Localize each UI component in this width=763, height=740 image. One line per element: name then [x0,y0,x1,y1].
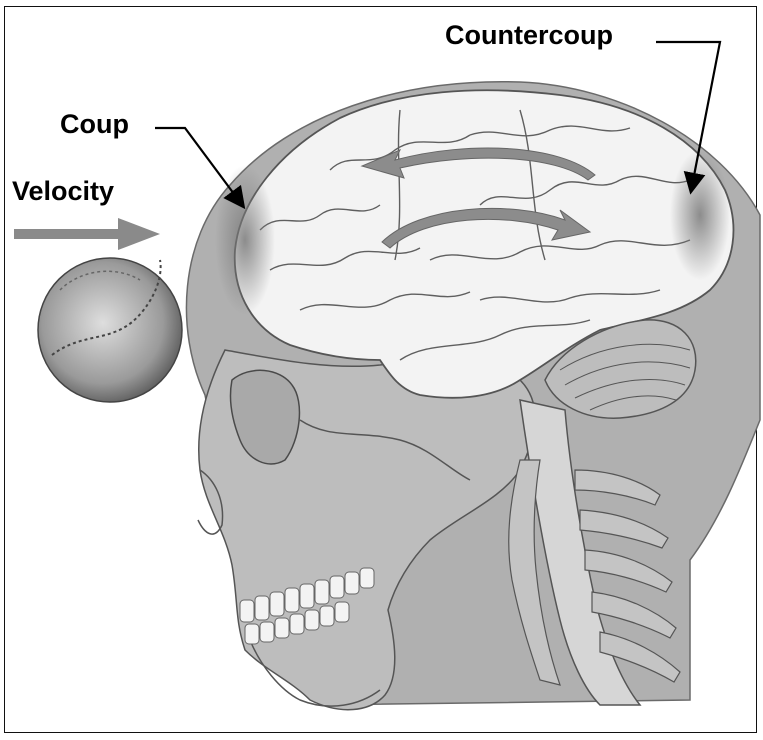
countercoup-label: Countercoup [445,22,613,49]
baseball-icon [38,258,182,402]
coup-impact-zone [215,165,275,315]
coup-label: Coup [60,111,129,138]
countercoup-impact-zone [670,150,730,280]
velocity-label: Velocity [12,178,114,205]
velocity-arrow-icon [14,218,160,250]
